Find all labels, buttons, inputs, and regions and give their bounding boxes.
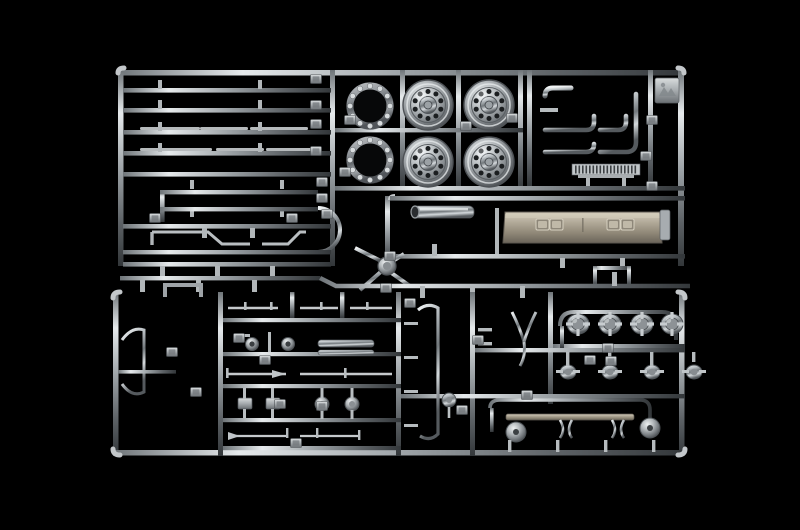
ladder-subframe bbox=[123, 190, 331, 229]
cluster-exhaust bbox=[527, 70, 653, 186]
wheel-hub-part bbox=[402, 79, 454, 131]
cluster-lower-right bbox=[401, 292, 706, 456]
cluster-wheels bbox=[335, 70, 685, 191]
cluster-upper-left bbox=[123, 70, 342, 276]
nut-ring-part bbox=[347, 137, 392, 182]
center-junction-part bbox=[354, 246, 412, 300]
cylinder-part bbox=[317, 339, 375, 356]
exhaust-tube-part bbox=[410, 205, 475, 219]
panel-trim-parts bbox=[120, 327, 198, 444]
wheel-disc-part bbox=[505, 417, 661, 443]
fitting-part bbox=[556, 364, 706, 380]
wheel-hub-part bbox=[463, 136, 515, 188]
cluster-lower-left bbox=[118, 292, 223, 456]
exhaust-stack-part bbox=[597, 91, 639, 155]
cluster-bumper bbox=[385, 194, 685, 286]
fan-linkage-part bbox=[490, 311, 538, 367]
angled-brace-parts bbox=[123, 228, 331, 255]
long-pipe-part bbox=[417, 303, 440, 441]
mudflap-bracket-part bbox=[488, 398, 652, 432]
exhaust-pipe-part bbox=[542, 113, 597, 133]
knob-part bbox=[441, 392, 457, 418]
u-bolt-part bbox=[558, 419, 626, 439]
exhaust-pipe-part bbox=[597, 113, 629, 133]
wheel-hub-part bbox=[402, 136, 454, 188]
grille-strip-part bbox=[571, 163, 641, 186]
maker-logo-icon bbox=[654, 77, 680, 104]
bumper-bar-part bbox=[502, 209, 671, 244]
exhaust-pipe-part bbox=[542, 141, 597, 155]
disc-part bbox=[281, 337, 295, 351]
